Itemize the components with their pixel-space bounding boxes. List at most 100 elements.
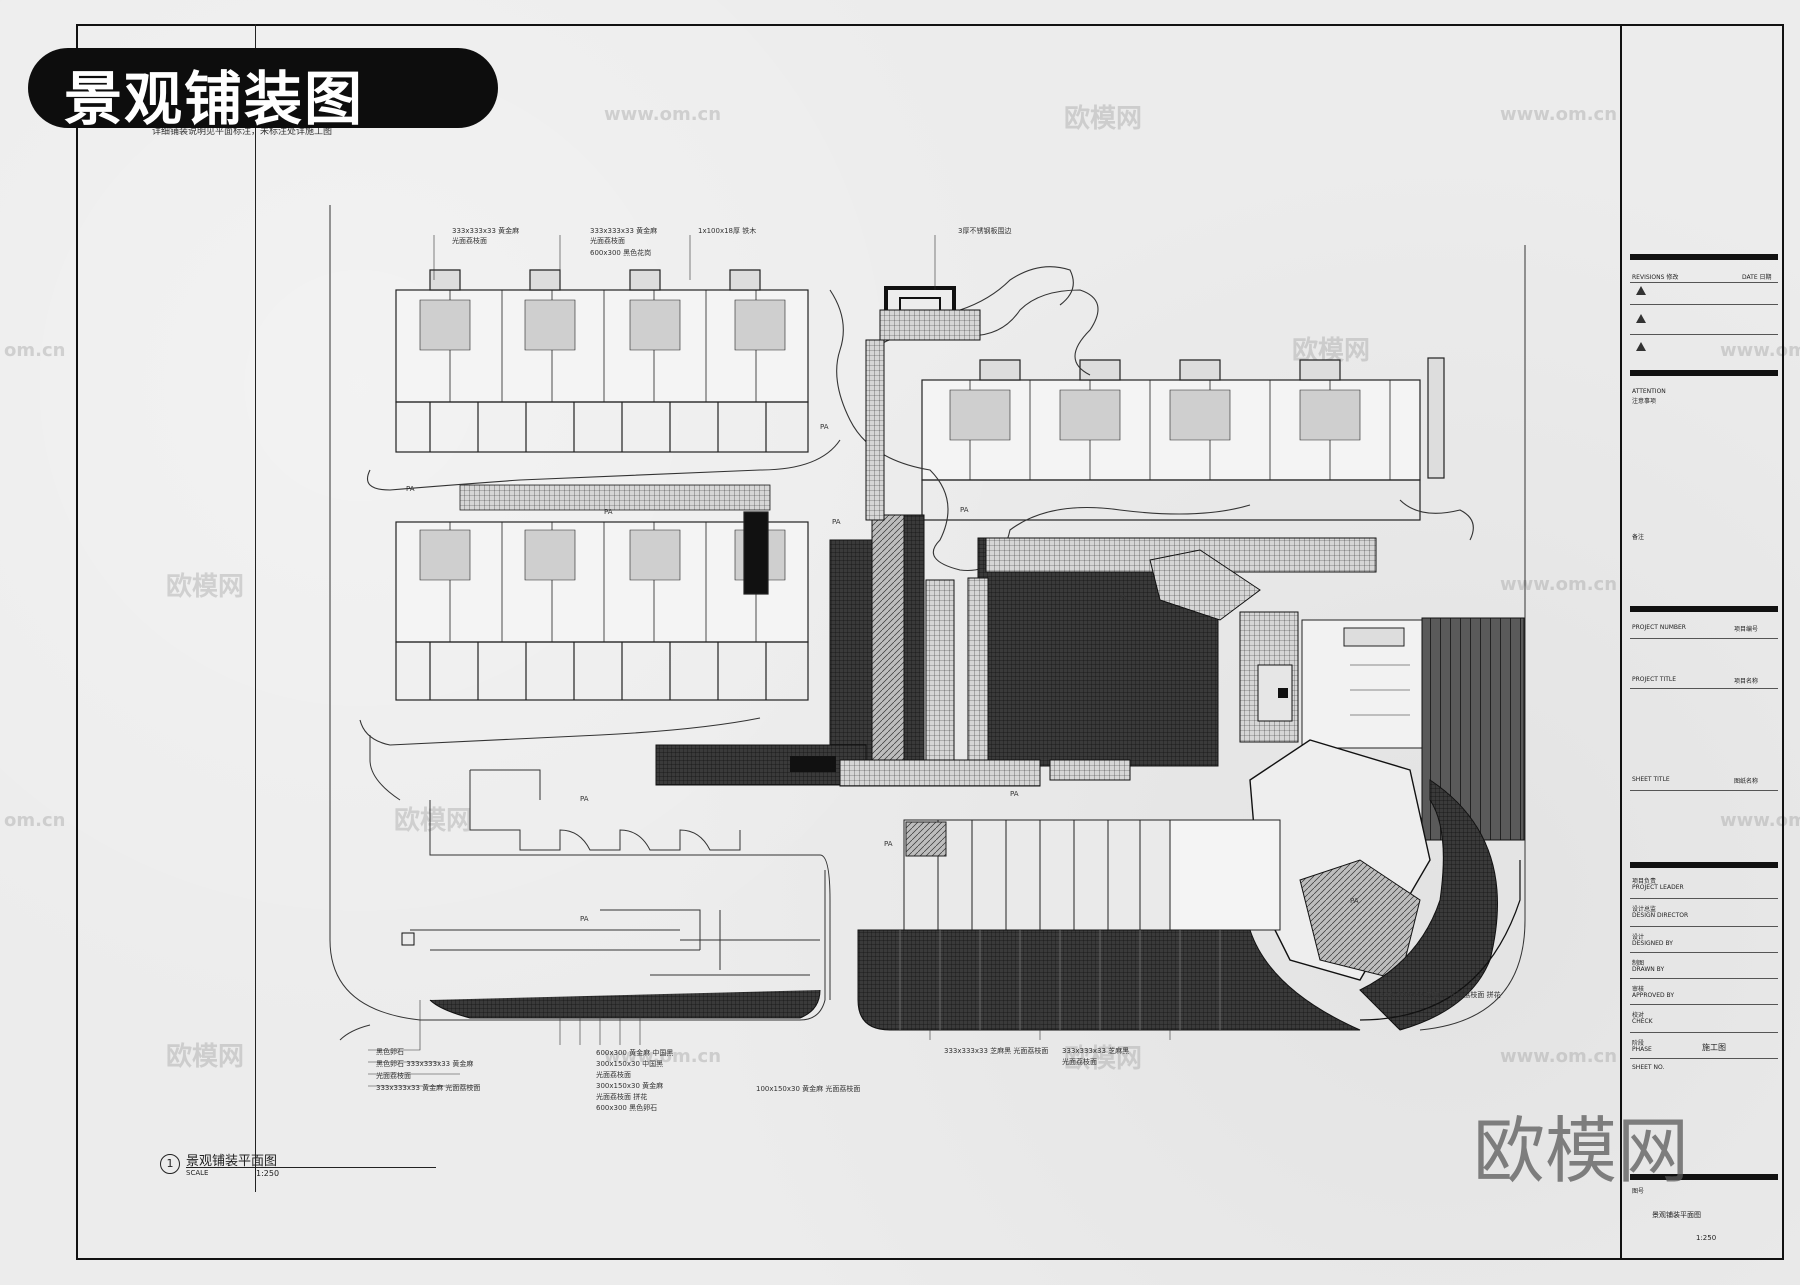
- tb-line: [1630, 1004, 1778, 1005]
- tb-line: [1630, 282, 1778, 283]
- tb-drawn: DRAWN BY: [1632, 966, 1665, 973]
- material-callout: 1x100x18厚 铁木: [698, 227, 757, 235]
- area-label: PA: [960, 506, 969, 514]
- material-callout: 333x333x33 芝麻黑 光面荔枝面 拼花: [1380, 991, 1501, 999]
- tb-line: [1630, 1058, 1778, 1059]
- area-label: PA: [1350, 897, 1359, 905]
- tb-sheet-title-cn: 图纸名称: [1734, 778, 1759, 785]
- tb-director: DESIGN DIRECTOR: [1632, 912, 1689, 919]
- material-callout: 300x150x30 中国黑: [596, 1060, 664, 1068]
- residential-block-3: [921, 357, 1445, 521]
- material-callout: 600x300 黄金麻 中国黑: [596, 1049, 674, 1057]
- watermark-url: www.om.cn: [1720, 810, 1800, 831]
- retail-row: [903, 819, 1281, 931]
- tb-sheet-no-cn: 图号: [1632, 1188, 1645, 1195]
- tb-scale: 1:250: [1696, 1234, 1717, 1242]
- tb-leader: PROJECT LEADER: [1632, 884, 1684, 891]
- tb-check-cn: 校对: [1632, 1012, 1645, 1019]
- tb-line: [1630, 926, 1778, 927]
- tb-line: [1630, 304, 1778, 305]
- area-label: PA: [604, 508, 613, 516]
- material-callout: 黑色卵石: [376, 1048, 404, 1056]
- drawing-frame: [76, 24, 1784, 1260]
- revision-triangle-icon: [1636, 314, 1646, 323]
- residential-block-2: [395, 511, 809, 701]
- material-callout: 600x300 黑色花岗: [590, 249, 652, 257]
- bottom-paving: [857, 929, 1361, 1031]
- tb-line: [1630, 334, 1778, 335]
- title-badge: [28, 48, 498, 128]
- caption-underline: [186, 1167, 436, 1168]
- tb-phase-value: 施工图: [1702, 1043, 1726, 1052]
- material-callout: 333x333x33 黄金麻 光面荔枝面: [376, 1084, 481, 1092]
- drawing-note: 详细铺装说明见平面标注，未标注处详施工图: [152, 127, 333, 137]
- tb-divider: [1630, 370, 1778, 376]
- tb-date: DATE 日期: [1742, 274, 1772, 281]
- area-label: PA: [832, 518, 841, 526]
- area-label: PA: [580, 915, 589, 923]
- watermark: 欧模网: [166, 572, 245, 602]
- material-callout: 333x333x33 芝麻黑 光面荔枝面: [944, 1047, 1049, 1055]
- area-label: PA: [1010, 790, 1019, 798]
- watermark-url: www.om.cn: [1500, 574, 1618, 595]
- caption-number: 1: [160, 1154, 180, 1174]
- tb-revisions: REVISIONS 修改: [1632, 274, 1679, 281]
- area-label: PA: [1118, 594, 1127, 602]
- watermark: 欧模网: [1064, 104, 1143, 134]
- tb-check: CHECK: [1632, 1018, 1653, 1025]
- tb-divider: [1630, 862, 1778, 868]
- parking-lot: [410, 769, 831, 1000]
- tb-sheet-name: 景观铺装平面图: [1652, 1211, 1701, 1219]
- watermark-url: om.cn: [4, 340, 66, 361]
- tb-divider: [1630, 1174, 1778, 1180]
- tb-project-number: PROJECT NUMBER: [1632, 624, 1686, 631]
- material-callout: 光面荔枝面: [376, 1072, 411, 1080]
- material-callout: 光面荔枝面: [596, 1071, 631, 1079]
- watermark: 欧模网: [1064, 1044, 1143, 1074]
- area-label: PA: [406, 485, 415, 493]
- tb-line: [1630, 638, 1778, 639]
- tb-approved-cn: 审核: [1632, 986, 1645, 993]
- material-callout: 光面荔枝面: [590, 237, 625, 245]
- watermark-url: www.om.cn: [1500, 104, 1618, 125]
- inner-border: [255, 24, 256, 1192]
- tb-line: [1630, 952, 1778, 953]
- residential-block-1: [395, 269, 809, 453]
- tb-approved: APPROVED BY: [1632, 992, 1675, 999]
- tb-leader-cn: 项目负责: [1632, 878, 1657, 885]
- tb-line: [1630, 1032, 1778, 1033]
- brand-watermark: 欧模网: [1473, 1109, 1690, 1193]
- area-label: PA: [884, 840, 893, 848]
- watermark-url: www.om.cn: [1500, 1046, 1618, 1067]
- watermark: 欧模网: [394, 806, 473, 836]
- title-block: REVISIONS 修改 DATE 日期 ATTENTION 注意事项 备注 P…: [1620, 24, 1784, 1260]
- material-callout: 333x333x33 黄金麻: [590, 227, 658, 235]
- tb-line: [1630, 898, 1778, 899]
- tb-divider: [1630, 606, 1778, 612]
- revision-triangle-icon: [1636, 286, 1646, 295]
- watermark: 欧模网: [166, 1042, 245, 1072]
- tb-remark: 备注: [1632, 534, 1645, 541]
- watermark-url: www.om.cn: [604, 104, 722, 125]
- tb-line: [1630, 978, 1778, 979]
- material-callout: 600x300 黑色卵石: [596, 1104, 658, 1112]
- tb-drawn-cn: 制图: [1632, 960, 1645, 967]
- material-callout: 100x150x30 黄金麻 光面荔枝面: [756, 1085, 861, 1093]
- tb-designed-cn: 设计: [1632, 934, 1645, 941]
- watermark-url: om.cn: [4, 810, 66, 831]
- tb-sheet-no: SHEET NO.: [1632, 1064, 1665, 1071]
- material-callout: 300x150x30 黄金麻: [596, 1082, 664, 1090]
- material-callout: 光面荔枝面 拼花: [596, 1093, 648, 1101]
- material-callout: 光面荔枝面: [452, 237, 487, 245]
- caption-title: 景观铺装平面图: [186, 1154, 278, 1169]
- material-callout: 光面荔枝面: [1062, 1058, 1097, 1066]
- watermark-url: www.om.cn: [1720, 340, 1800, 361]
- tb-project-title-cn: 项目名称: [1734, 678, 1759, 685]
- tb-phase: PHASE: [1632, 1046, 1652, 1053]
- watermark-url: www.om.cn: [604, 1046, 722, 1067]
- page-title: 景观铺装图: [64, 65, 365, 133]
- tb-phase-cn: 阶段: [1632, 1040, 1645, 1047]
- material-callout: 333x333x33 芝麻黑: [1062, 1047, 1130, 1055]
- tb-director-cn: 设计总监: [1632, 906, 1657, 913]
- clubhouse: [1301, 619, 1423, 749]
